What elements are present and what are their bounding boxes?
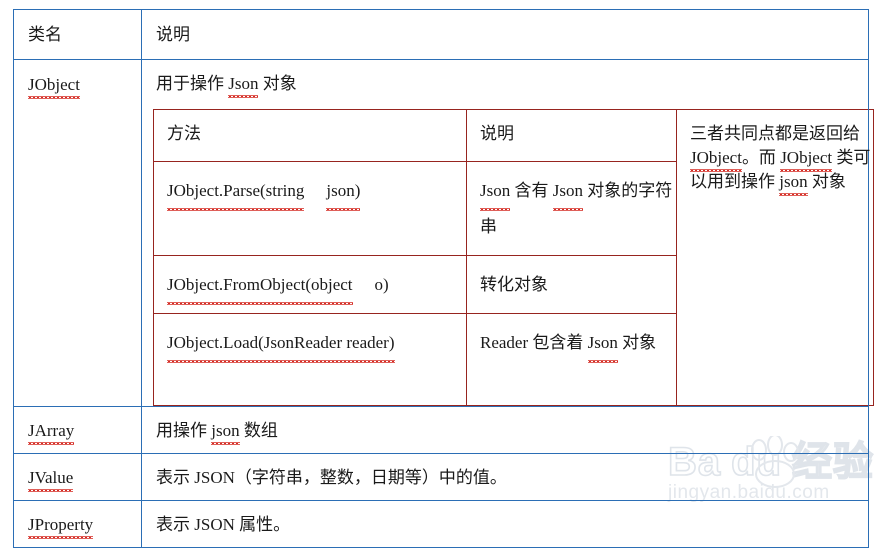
- inner-desc-parse: Json 含有 Json 对象的字符串: [466, 161, 677, 256]
- spellcheck-word-json-note: json: [779, 170, 808, 196]
- jobject-description-text: 用于操作 Json 对象: [153, 72, 868, 98]
- spellcheck-method-load: JObject.Load(JsonReader reader): [167, 325, 395, 363]
- inner-note-cell: 三者共同点都是返回给 JObject。而 JObject 类可以用到操作 jso…: [676, 109, 874, 406]
- class-name-jproperty: JProperty: [14, 501, 141, 547]
- inner-header-method: 方法: [153, 109, 467, 162]
- cell-class-name-jvalue: JValue: [13, 453, 142, 501]
- spellcheck-method-parse: JObject.Parse(string: [167, 173, 305, 211]
- spellcheck-word-jobject: JObject: [28, 73, 80, 99]
- jobject-methods-table: 方法 说明 三者共同点都是返回给 JObject。而 JObject 类可以用到…: [153, 109, 874, 406]
- inner-method-fromobject: JObject.FromObject(object o): [153, 255, 467, 314]
- inner-method-load: JObject.Load(JsonReader reader): [153, 313, 467, 406]
- spellcheck-word-jproperty: JProperty: [28, 513, 94, 539]
- spellcheck-word-jvalue: JValue: [28, 466, 74, 492]
- header-cell-class-name: 类名: [13, 9, 142, 60]
- json-classes-table: 类名 说明 JObject 用于操作 Json 对象: [13, 9, 874, 548]
- spellcheck-word-jobject-note: JObject: [690, 146, 742, 172]
- header-label-class-name: 类名: [28, 25, 62, 44]
- spellcheck-word-jarray: JArray: [28, 419, 75, 445]
- cell-class-name-jobject: JObject: [13, 59, 142, 407]
- jobject-description-wrapper: 用于操作 Json 对象 方法 说明 三者共同点都是返回给 JObject。而 …: [142, 60, 874, 406]
- inner-method-fromobject-arg: o): [374, 275, 389, 294]
- table-header-row: 类名 说明: [13, 9, 869, 60]
- spellcheck-word-json-jarray: json: [211, 419, 240, 445]
- class-name-jvalue: JValue: [14, 454, 141, 500]
- table-row-jvalue: JValue 表示 JSON（字符串，整数，日期等）中的值。: [13, 453, 869, 501]
- inner-header-description: 说明: [466, 109, 677, 162]
- spellcheck-word-json-d2: Json: [552, 173, 584, 211]
- class-name-jobject: JObject: [14, 60, 141, 109]
- inner-method-parse: JObject.Parse(string json): [153, 161, 467, 256]
- table-row-jproperty: JProperty 表示 JSON 属性。: [13, 500, 869, 548]
- header-cell-description: 说明: [141, 9, 869, 60]
- cell-description-jobject: 用于操作 Json 对象 方法 说明 三者共同点都是返回给 JObject。而 …: [141, 59, 874, 407]
- spellcheck-word-json-inline: Json: [228, 72, 259, 98]
- inner-desc-fromobject: 转化对象: [466, 255, 677, 314]
- spellcheck-word-json-d1: Json: [480, 173, 511, 211]
- cell-description-jarray: 用操作 json 数组: [141, 406, 869, 454]
- inner-desc-load: Reader 包含着 Json 对象: [466, 313, 677, 406]
- spellcheck-method-fromobject: JObject.FromObject(object: [167, 267, 353, 305]
- cell-description-jproperty: 表示 JSON 属性。: [141, 500, 869, 548]
- inner-row-fromobject: JObject.FromObject(object o) 转化对象: [153, 255, 874, 314]
- description-jproperty: 表示 JSON 属性。: [156, 515, 291, 534]
- inner-row-load: JObject.Load(JsonReader reader) Reader 包…: [153, 313, 874, 406]
- spellcheck-arg-json: json): [326, 173, 361, 211]
- header-label-description: 说明: [156, 25, 190, 44]
- table-row-jobject: JObject 用于操作 Json 对象 方法 说明: [13, 59, 874, 407]
- class-name-jarray: JArray: [14, 407, 141, 453]
- description-jvalue: 表示 JSON（字符串，整数，日期等）中的值。: [156, 468, 507, 487]
- description-jarray: 用操作 json 数组: [142, 407, 868, 453]
- inner-row-parse: JObject.Parse(string json) Json 含有 Json 对…: [153, 161, 874, 256]
- inner-header-row: 方法 说明 三者共同点都是返回给 JObject。而 JObject 类可以用到…: [153, 109, 874, 406]
- cell-description-jvalue: 表示 JSON（字符串，整数，日期等）中的值。: [141, 453, 869, 501]
- table-row-jarray: JArray 用操作 json 数组: [13, 406, 869, 454]
- cell-class-name-jproperty: JProperty: [13, 500, 142, 548]
- spellcheck-word-jobject-note2: JObject: [780, 146, 832, 172]
- cell-class-name-jarray: JArray: [13, 406, 142, 454]
- spellcheck-word-json-d3: Json: [587, 325, 619, 363]
